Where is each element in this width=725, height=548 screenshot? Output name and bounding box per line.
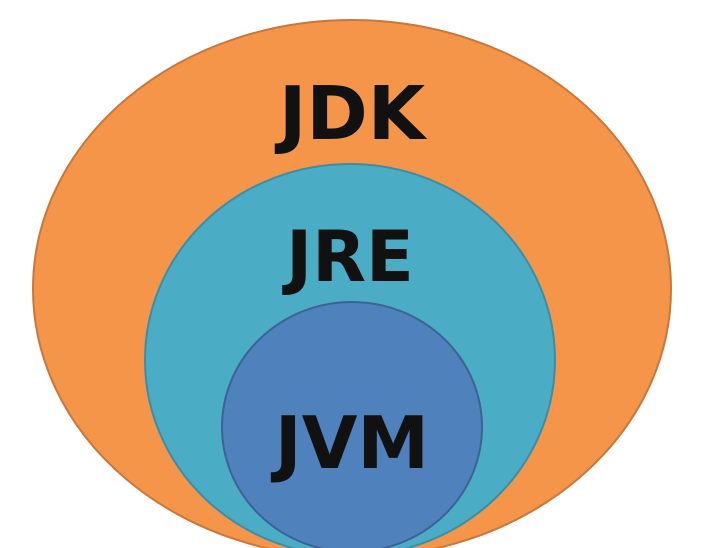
jvm-ring: JVM <box>221 301 483 548</box>
jdk-label: JDK <box>274 71 428 157</box>
jvm-label: JVM <box>270 401 429 485</box>
jre-label: JRE <box>282 216 414 298</box>
jvm-ellipse <box>221 301 483 548</box>
